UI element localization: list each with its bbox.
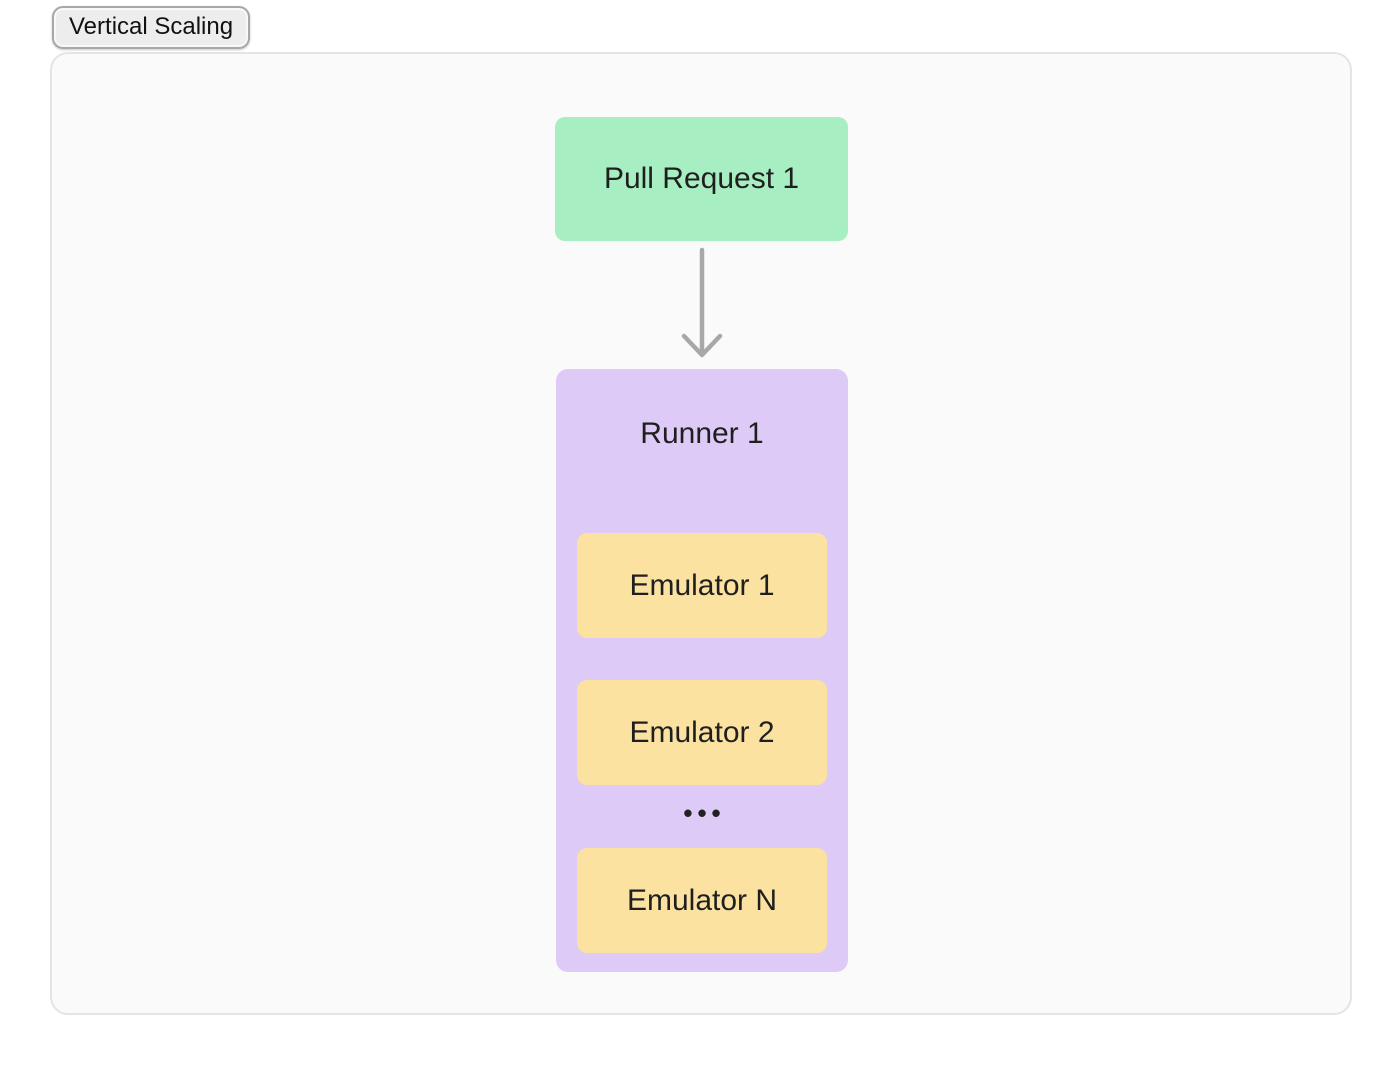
pull-request-label: Pull Request 1 — [603, 162, 800, 195]
emulator-2-label: Emulator 2 — [629, 715, 775, 749]
diagram-canvas: Pull Request 1 Runner 1 Emulator 1 Emula… — [50, 52, 1352, 1015]
runner-label: Runner 1 — [640, 417, 764, 450]
runner-node: Runner 1 Emulator 1 Emulator 2 ••• Emula… — [556, 369, 848, 972]
emulator-1-node: Emulator 1 — [577, 533, 827, 638]
diagram-title-badge: Vertical Scaling — [52, 6, 251, 49]
arrow-down-icon — [672, 244, 732, 366]
ellipsis-icon: ••• — [683, 797, 726, 828]
pull-request-node: Pull Request 1 — [555, 117, 848, 241]
emulator-n-node: Emulator N — [577, 848, 827, 953]
emulator-1-label: Emulator 1 — [629, 568, 775, 602]
emulator-n-label: Emulator N — [626, 883, 778, 917]
emulator-2-node: Emulator 2 — [577, 680, 827, 785]
